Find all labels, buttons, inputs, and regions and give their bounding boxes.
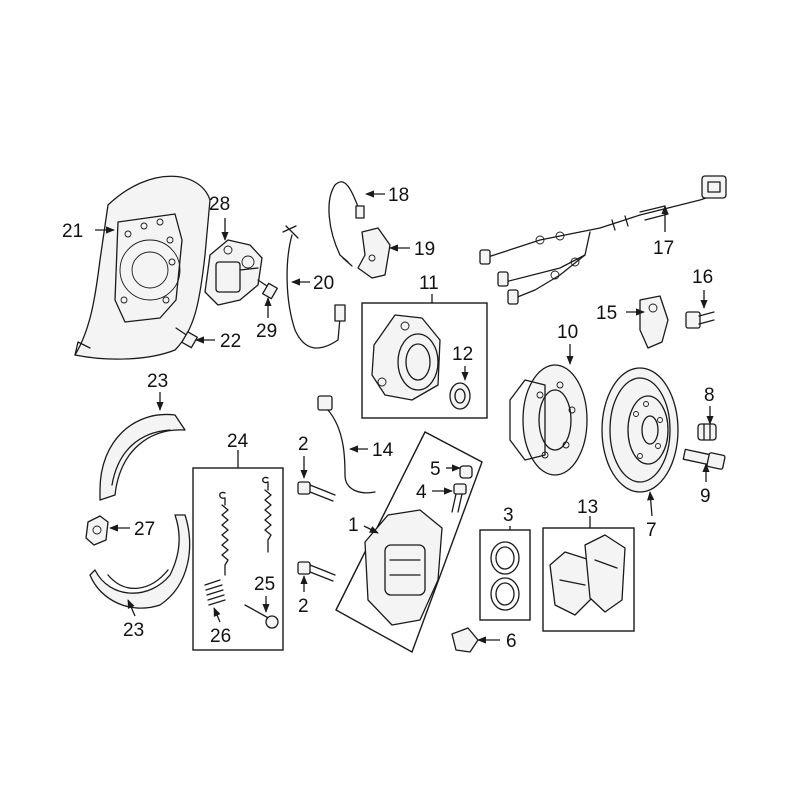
callout-4: 4 (416, 482, 427, 503)
part-16-bolt[interactable] (685, 311, 715, 329)
part-14-wear-sensor[interactable] (317, 395, 376, 494)
callout-3: 3 (503, 505, 514, 526)
callout-7: 7 (646, 520, 657, 541)
callout-25: 25 (254, 574, 275, 595)
callout-17: 17 (653, 238, 674, 259)
part-23-brake-shoe-upper[interactable] (99, 413, 186, 501)
leader-lines (95, 190, 714, 644)
callout-2-upper: 2 (298, 434, 309, 455)
callout-1: 1 (348, 515, 359, 536)
part-18-brake-line[interactable] (328, 181, 365, 267)
group-box-13 (542, 527, 635, 632)
callout-labels: 21 28 18 19 20 29 22 11 12 17 16 15 10 8… (62, 185, 715, 652)
callout-6: 6 (506, 631, 517, 652)
part-12-seal[interactable] (449, 382, 471, 410)
part-8-nut[interactable] (697, 423, 717, 441)
callout-23-lower: 23 (123, 620, 144, 641)
group-box-11 (361, 302, 488, 419)
part-13-brake-pads[interactable] (549, 534, 626, 616)
callout-18: 18 (388, 185, 409, 206)
part-10-wheel-hub[interactable] (509, 364, 588, 476)
callout-2-lower: 2 (298, 596, 309, 617)
callout-21: 21 (62, 221, 83, 242)
callout-15: 15 (596, 303, 617, 324)
part-29-bolt[interactable] (257, 279, 278, 300)
callout-10: 10 (557, 322, 578, 343)
part-2-bolt-lower[interactable] (297, 561, 336, 582)
part-9-bolt[interactable] (682, 448, 726, 470)
callout-26: 26 (210, 626, 231, 647)
callout-19: 19 (414, 239, 435, 260)
callout-11: 11 (419, 273, 439, 294)
callout-24: 24 (227, 431, 249, 452)
part-17-sensor-harness[interactable] (479, 175, 727, 305)
part-11-caliper-housing[interactable] (371, 314, 441, 401)
part-15-speed-sensor[interactable] (639, 295, 669, 349)
part-5-bleeder-cap[interactable] (459, 465, 473, 479)
part-22-bolt[interactable] (175, 327, 198, 349)
callout-28: 28 (209, 194, 230, 215)
callout-20: 20 (313, 273, 334, 294)
callout-8: 8 (704, 385, 715, 406)
callout-13: 13 (577, 497, 598, 518)
group-box-1 (335, 431, 483, 654)
part-2-bolt-upper[interactable] (297, 481, 336, 502)
part-24-springs[interactable] (219, 476, 272, 576)
part-4-bleeder-screw[interactable] (451, 483, 467, 513)
callout-9: 9 (700, 486, 711, 507)
callout-23-upper: 23 (147, 371, 168, 392)
part-28-actuator[interactable] (204, 239, 263, 306)
callout-29: 29 (256, 321, 277, 342)
callout-16: 16 (692, 267, 713, 288)
callout-14: 14 (372, 440, 394, 461)
part-27-adjuster[interactable] (85, 515, 109, 546)
part-1-brake-caliper[interactable] (364, 509, 443, 626)
part-7-brake-rotor[interactable] (601, 367, 679, 493)
callout-22: 22 (220, 331, 241, 352)
part-6-sensor[interactable] (451, 627, 479, 653)
part-19-bracket[interactable] (357, 227, 391, 279)
part-21-dust-shield[interactable] (74, 175, 211, 360)
part-26-spring[interactable] (204, 579, 226, 606)
callout-5: 5 (430, 459, 441, 480)
callout-12: 12 (452, 344, 473, 365)
part-3-seals[interactable] (490, 541, 520, 611)
part-25-pin[interactable] (244, 604, 279, 629)
part-20-brake-hose[interactable] (282, 225, 346, 349)
group-box-3 (479, 529, 531, 621)
callout-27: 27 (134, 519, 155, 540)
